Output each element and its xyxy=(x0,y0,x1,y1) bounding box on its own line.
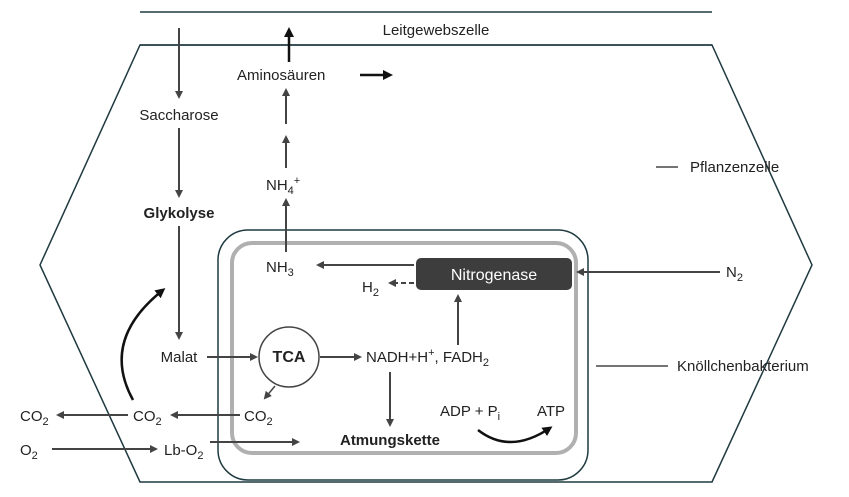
co2-bacterium-label: CO2 xyxy=(244,408,273,428)
n2-label: N2 xyxy=(726,264,743,284)
nh3-label: NH3 xyxy=(266,259,294,279)
nadh-fadh-label: NADH+H+, FADH2 xyxy=(366,347,489,369)
pflanzenzelle-label: Pflanzenzelle xyxy=(690,159,779,176)
curved-arrow-adp-to-atp xyxy=(477,426,553,444)
atmungskette-label: Atmungskette xyxy=(340,432,440,449)
lbo2-label: Lb-O2 xyxy=(164,442,203,462)
co2-outside-label: CO2 xyxy=(20,408,49,428)
bacterium-inner-membrane xyxy=(230,241,578,455)
leitgewebszelle-label: Leitgewebszelle xyxy=(383,22,490,39)
bacterium-outer-outline xyxy=(217,229,589,481)
plant-cell-outline xyxy=(39,44,813,483)
curved-arrow-co2-recycle xyxy=(120,288,166,401)
glykolyse-label: Glykolyse xyxy=(144,205,215,222)
nh4-label: NH4+ xyxy=(266,175,300,197)
malat-label: Malat xyxy=(161,349,199,366)
tca-label: TCA xyxy=(273,349,306,366)
h2-label: H2 xyxy=(362,279,379,299)
co2-plant-label: CO2 xyxy=(133,408,162,428)
arrow-tca-to-co2 xyxy=(263,385,276,400)
atp-label: ATP xyxy=(537,403,565,420)
adp-pi-label: ADP + Pi xyxy=(440,403,500,423)
o2-label: O2 xyxy=(20,442,38,462)
knoellchenbakterium-label: Knöllchenbakterium xyxy=(677,358,809,375)
nitrogenase-box xyxy=(416,258,572,290)
nitrogenase-label: Nitrogenase xyxy=(451,267,537,284)
saccharose-label: Saccharose xyxy=(139,107,218,124)
tca-circle xyxy=(258,326,320,388)
aminosaeuren-label: Aminosäuren xyxy=(237,67,325,84)
